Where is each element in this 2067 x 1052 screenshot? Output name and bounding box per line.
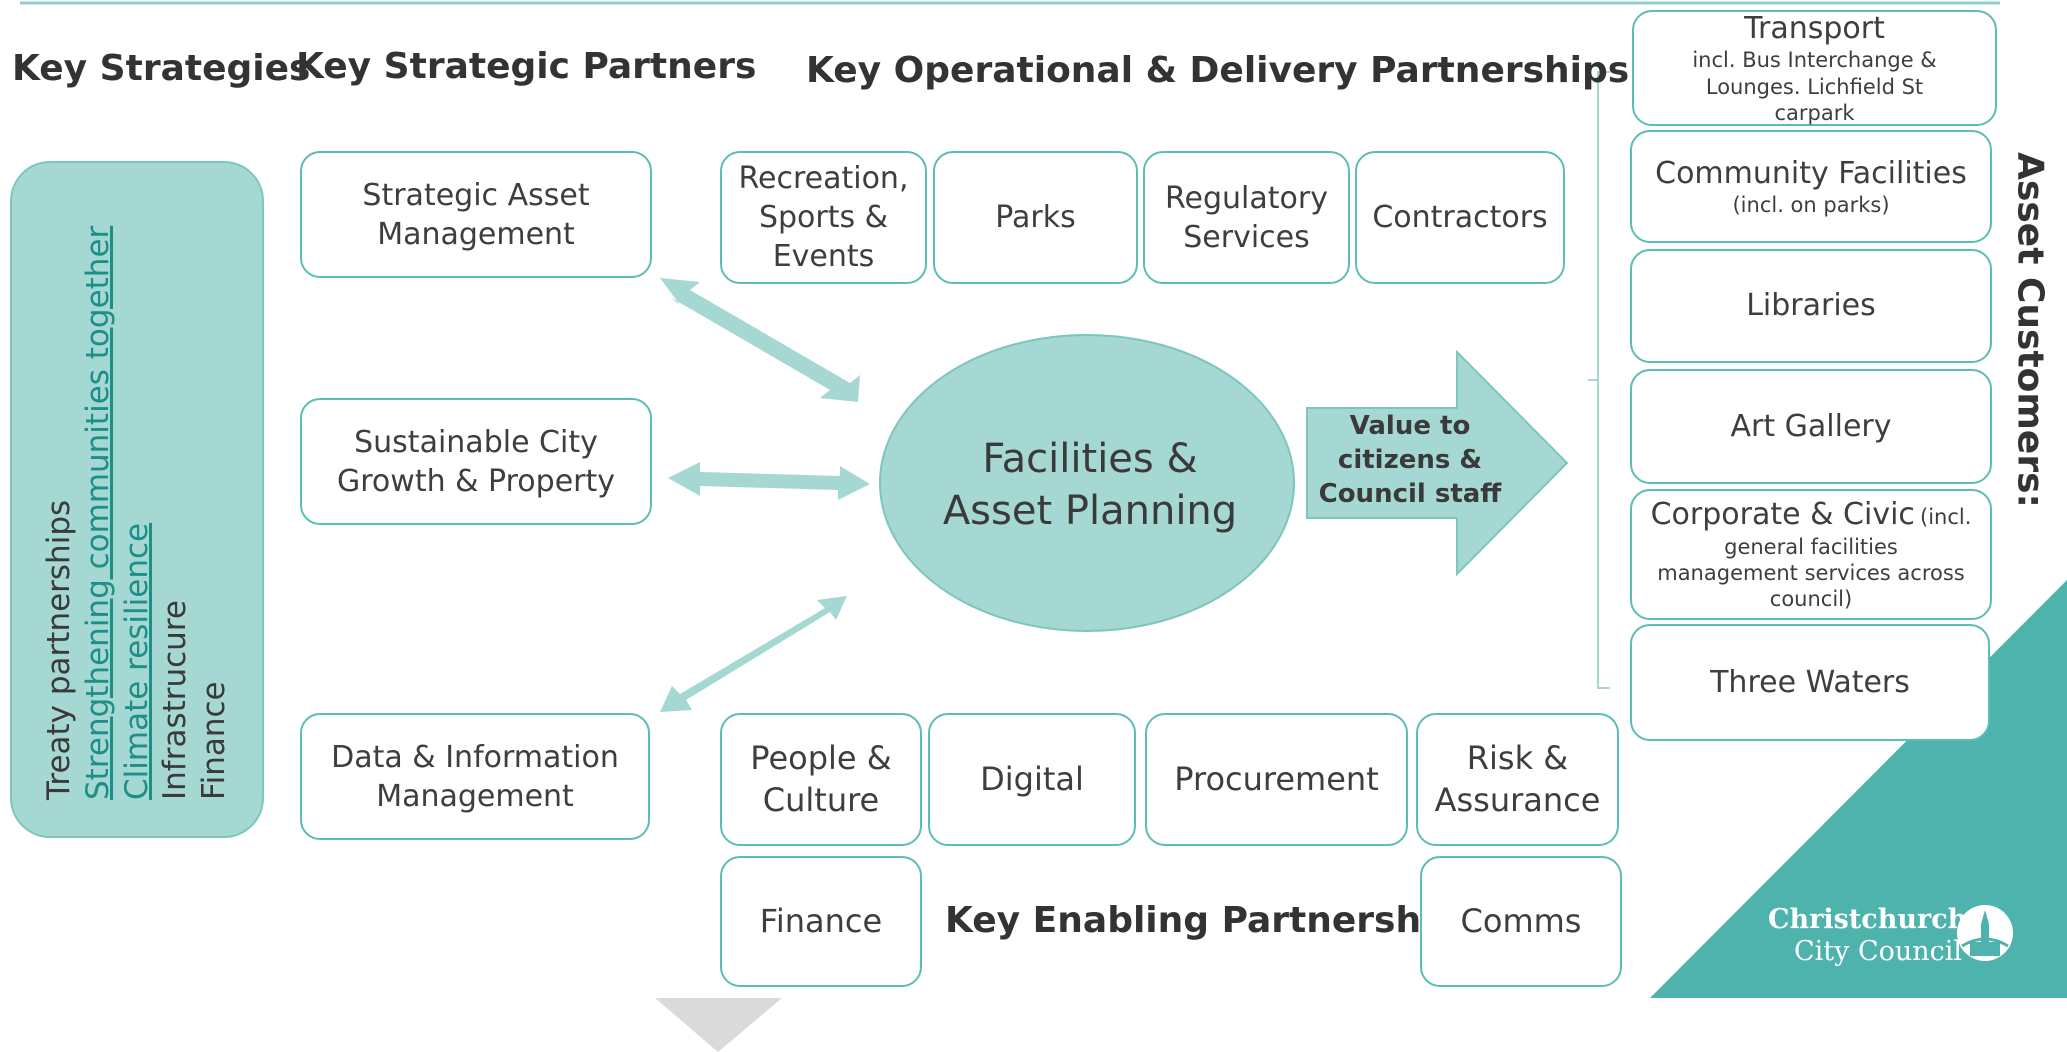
operational-regulatory: Regulatory Services — [1143, 151, 1350, 284]
customer-art-gallery-title: Art Gallery — [1730, 408, 1892, 444]
customer-libraries-title: Libraries — [1746, 288, 1876, 324]
customer-corporate-title: Corporate & Civic — [1650, 497, 1915, 533]
value-label: Value to citizens & Council staff — [1318, 411, 1502, 509]
bottom-chevron — [655, 998, 782, 1052]
cathedral-logo-icon — [1957, 905, 2013, 961]
operational-parks: Parks — [933, 151, 1138, 284]
value-arrow — [1306, 349, 1569, 577]
center-line-1: Facilities & — [982, 436, 1198, 482]
enabling-procurement: Procurement — [1145, 713, 1408, 846]
strategy-communities-link[interactable]: Strengthening communities together — [79, 225, 116, 800]
heading-key-operational: Key Operational & Delivery Partnerships — [806, 50, 1630, 91]
center-label: Facilities & Asset Planning — [880, 335, 1300, 635]
customers-bracket — [1588, 71, 1610, 689]
customer-community-detail: (incl. on parks) — [1732, 193, 1890, 218]
customer-transport-title: Transport — [1744, 10, 1885, 46]
customer-corporate-detail-start: (incl. — [1920, 505, 1972, 530]
customer-corporate-civic: Corporate & Civic (incl. general facilit… — [1630, 489, 1992, 620]
partner-sustainable-city-growth: Sustainable City Growth & Property — [300, 398, 652, 525]
customer-libraries: Libraries — [1630, 249, 1992, 363]
strategy-climate-link[interactable]: Climate resilience — [118, 522, 155, 800]
customer-corporate-detail: general facilities management services a… — [1657, 534, 1965, 612]
operational-contractors: Contractors — [1355, 151, 1565, 284]
center-ellipse — [879, 334, 1295, 632]
council-logo: Christchurch City Council — [1768, 900, 2013, 970]
enabling-risk-assurance: Risk & Assurance — [1416, 713, 1619, 846]
enabling-comms: Comms — [1420, 856, 1622, 987]
arrow-top — [660, 278, 860, 402]
enabling-people-culture: People & Culture — [720, 713, 922, 846]
strategy-finance: Finance — [196, 680, 233, 800]
arrow-mid — [668, 462, 870, 500]
customer-corporate-heading: Corporate & Civic (incl. — [1651, 496, 1972, 534]
customer-transport-detail: incl. Bus Interchange & Lounges. Lichfie… — [1692, 48, 1937, 125]
customer-three-waters-title: Three Waters — [1710, 664, 1910, 700]
heading-key-strategic-partners: Key Strategic Partners — [296, 46, 757, 87]
logo-line-2: City Council — [1794, 936, 1963, 967]
customer-three-waters: Three Waters — [1630, 624, 1990, 741]
enabling-finance: Finance — [720, 856, 922, 987]
heading-key-strategies: Key Strategies — [12, 48, 311, 89]
arrow-bottom — [660, 596, 847, 712]
strategy-infrastructure: Infrastrucure — [157, 599, 194, 800]
operational-recreation: Recreation, Sports & Events — [720, 151, 927, 284]
logo-line-1: Christchurch — [1768, 904, 1968, 935]
customer-community-facilities: Community Facilities (incl. on parks) — [1630, 130, 1992, 243]
heading-asset-customers: Asset Customers: — [2009, 152, 2051, 508]
double-arrows — [660, 278, 870, 712]
customer-transport: Transport incl. Bus Interchange & Lounge… — [1632, 10, 1997, 126]
enabling-digital: Digital — [928, 713, 1136, 846]
partner-strategic-asset-management: Strategic Asset Management — [300, 151, 652, 278]
customer-community-title: Community Facilities — [1655, 155, 1967, 191]
customer-art-gallery: Art Gallery — [1630, 369, 1992, 484]
strategy-treaty: Treaty partnerships — [41, 499, 78, 800]
center-line-2: Asset Planning — [942, 488, 1238, 534]
strategies-panel: Treaty partnerships Strengthening commun… — [10, 161, 264, 838]
heading-key-enabling: Key Enabling Partnerships — [945, 900, 1481, 941]
partner-data-information: Data & Information Management — [300, 713, 650, 840]
